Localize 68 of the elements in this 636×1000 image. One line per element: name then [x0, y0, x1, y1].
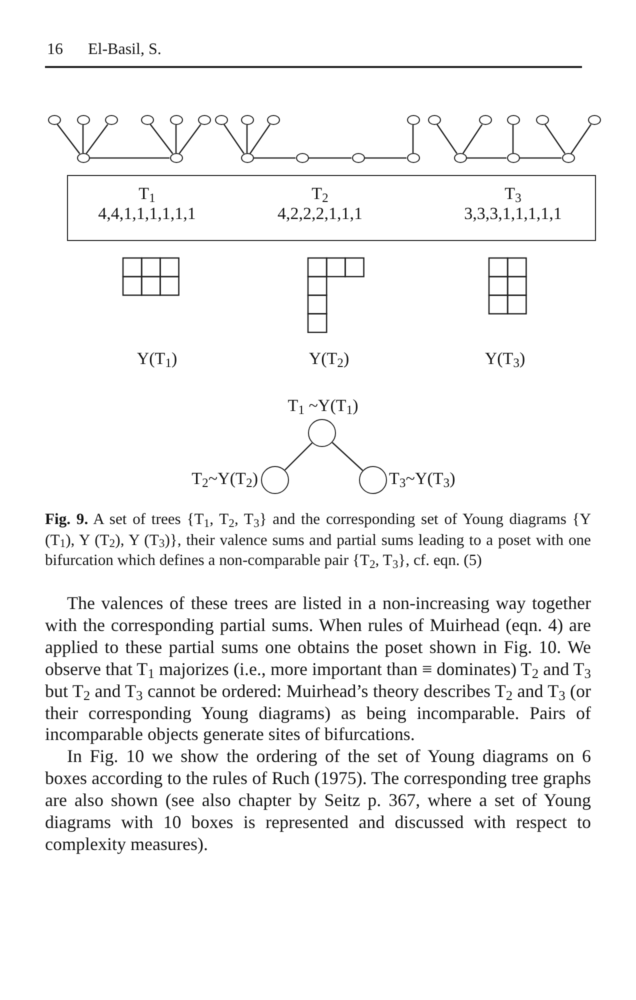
tree-vertex — [506, 115, 520, 125]
diagram-label: Y(T$_{1}$) — [136, 349, 178, 369]
tree-vertex — [562, 153, 574, 163]
tree-label: T$_{3}$ — [504, 184, 522, 204]
connector-line — [466, 157, 506, 159]
tree-vertex — [406, 153, 420, 163]
tree-vertex — [406, 115, 420, 125]
tree-vertex — [76, 153, 90, 163]
valence-sequence: 4,4,1,1,1,1,1,1 — [98, 204, 196, 224]
connector-line — [412, 125, 414, 153]
tree-vertex — [198, 115, 210, 125]
connector-line — [90, 157, 170, 159]
tree-vertex — [478, 115, 492, 125]
tree-vertex — [104, 115, 118, 125]
tree-label: T$_{2}$ — [312, 184, 328, 204]
valence-sequence: 3,3,3,1,1,1,1,1 — [464, 204, 562, 224]
diagram-label: Y(T$_{3}$) — [484, 349, 526, 369]
body-paragraph: The valences of these trees are listed in a non-increasing way together with the corresponding partial sums. When rules of Muirhead (eqn. 4) are applied to these partial sums one obtains the poset shown in Fig. 10. We observe that T$_{1}$ majorizes (i.e., more important than ≡ dominates) T$_{2}$ and T$_{3}$ but T$_{2}$ and T$_{3}$ cannot be ordered: Muirhead’s theory describes T$_{2}$ and T$_{3}$ (or their corresponding Young diagrams) as being incomparable. Pairs of incomparable objects generate sites of bifurcations. — [45, 593, 591, 746]
tree-vertex — [170, 153, 182, 163]
running-head: El-Basil, S. — [88, 40, 162, 60]
connector-line — [462, 124, 483, 154]
connector-line — [284, 442, 313, 471]
connector-line — [150, 124, 174, 154]
tree-vertex — [428, 115, 440, 125]
tree-vertex — [506, 153, 520, 163]
connector-line — [544, 124, 566, 154]
tree-vertex — [352, 153, 364, 163]
connector-line — [364, 157, 406, 159]
poset-node — [308, 419, 336, 447]
connector-line — [82, 125, 84, 153]
connector-line — [520, 157, 562, 159]
node-label: T$_{3}$~Y(T$_{3}$) — [389, 469, 456, 489]
tree-vertex — [48, 115, 60, 125]
valence-table-box — [67, 175, 596, 241]
tree-vertex — [266, 115, 280, 125]
connector-line — [570, 124, 592, 154]
tree-vertex — [536, 115, 548, 125]
connector-line — [249, 124, 271, 154]
connector-line — [246, 125, 248, 153]
poset-node — [359, 466, 387, 494]
connector-line — [436, 124, 458, 154]
connector-line — [56, 124, 80, 154]
tree-vertex — [214, 115, 228, 125]
tree-vertex — [240, 153, 254, 163]
connector-line — [86, 124, 108, 154]
tree-vertex — [588, 115, 600, 125]
tree-vertex — [140, 115, 154, 125]
connector-line — [512, 125, 514, 153]
connector-line — [308, 157, 352, 159]
connector-line — [175, 125, 177, 153]
tree-vertex — [240, 115, 254, 125]
diagram-label: Y(T$_{2}$) — [308, 349, 350, 369]
connector-line — [332, 442, 364, 471]
tree-vertex — [76, 115, 90, 125]
valence-sequence: 4,2,2,2,1,1,1 — [278, 204, 362, 224]
node-label: T$_{2}$~Y(T$_{2}$) — [192, 469, 258, 489]
page-number: 16 — [47, 40, 63, 60]
tree-vertex — [296, 153, 308, 163]
figure-caption: Fig. 9. A set of trees {T$_{1}$, T$_{2}$, T$_{3}$} and the corresponding set of Young diagrams {Y (T$_{1}$), Y (T$_{2}$), Y (T$_{3}$)}, their valence sums and partial sums leading to a poset with one bifurcation which defines a non-comparable pair {T$_{2}$, T$_{3}$}, cf. eqn. (5) — [45, 510, 591, 572]
poset-node — [261, 466, 289, 494]
tree-vertex — [170, 115, 182, 125]
tree-vertex — [454, 153, 466, 163]
connector-line — [223, 124, 245, 154]
connector-line — [178, 124, 202, 154]
connector-line — [254, 157, 296, 159]
tree-label: T$_{1}$ — [138, 184, 156, 204]
body-paragraph: In Fig. 10 we show the ordering of the set of Young diagrams on 6 boxes according to the rules of Ruch (1975). The corresponding tree graphs are also shown (see also chapter by Seitz p. 367, where a set of Young diagrams with 10 boxes is represented and discussed with respect to complexity measures). — [45, 746, 591, 856]
node-label: T$_{1}$ ~Y(T$_{1}$) — [288, 396, 358, 416]
